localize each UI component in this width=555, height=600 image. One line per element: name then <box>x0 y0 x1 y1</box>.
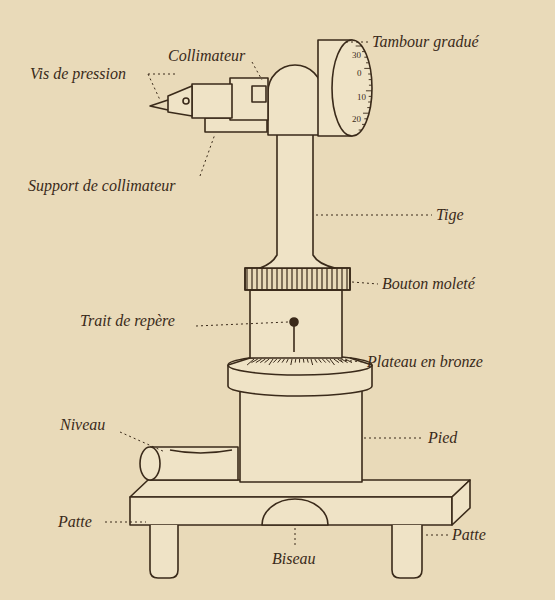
graduation-tick <box>291 359 292 365</box>
part-label: Support de collimateur <box>28 177 176 195</box>
part-label: Bouton moleté <box>382 275 475 293</box>
drum-tick <box>359 130 362 131</box>
scale-number: 10 <box>357 92 366 102</box>
graduation-tick <box>319 359 322 363</box>
drum-tick <box>362 51 365 52</box>
graduation-tick <box>311 359 313 365</box>
graduation-tick <box>299 359 300 363</box>
drum-tick <box>356 46 362 47</box>
part-label: Tige <box>436 206 464 224</box>
graduation-tick <box>282 359 284 363</box>
drum-tick <box>369 85 372 86</box>
part-label: Vis de pression <box>30 65 126 83</box>
graduation-tick <box>303 359 305 363</box>
graduation-tick <box>286 359 288 363</box>
part-label: Pied <box>428 429 457 447</box>
graduation-tick <box>295 359 297 363</box>
graduation-tick <box>322 359 325 363</box>
part-label: Patte <box>452 526 486 544</box>
drum-tick <box>366 62 369 63</box>
graduation-tick <box>278 359 281 363</box>
part-label: Niveau <box>60 416 105 434</box>
scale-number: 0 <box>357 68 362 78</box>
drum-tick <box>369 96 372 97</box>
graduation-tick <box>269 359 273 365</box>
scale-number: 30 <box>352 50 361 60</box>
drum-tick <box>364 57 367 58</box>
drum-tick <box>366 90 372 91</box>
drum-tick <box>364 118 367 119</box>
drum-tick <box>362 124 365 125</box>
part-label: Trait de repère <box>80 312 175 330</box>
drum-tick <box>369 79 372 80</box>
graduation-tick <box>326 359 330 363</box>
part-label: Biseau <box>272 550 316 568</box>
scale-number: 20 <box>352 114 361 124</box>
graduation-tick <box>265 359 270 363</box>
part-label: Collimateur <box>168 47 245 65</box>
part-label: Tambour gradué <box>372 33 479 51</box>
drum-tick <box>368 102 371 103</box>
drum-tick <box>363 113 369 114</box>
drum-tick <box>367 107 370 108</box>
graduation-tick <box>330 359 335 365</box>
part-label: Plateau en bronze <box>367 353 483 371</box>
graduation-tick <box>315 359 317 363</box>
graduation-tick <box>307 359 308 363</box>
graduation-tick <box>273 359 276 363</box>
drum-tick <box>364 68 370 69</box>
drum-tick <box>368 74 371 75</box>
part-label: Patte <box>58 513 92 531</box>
